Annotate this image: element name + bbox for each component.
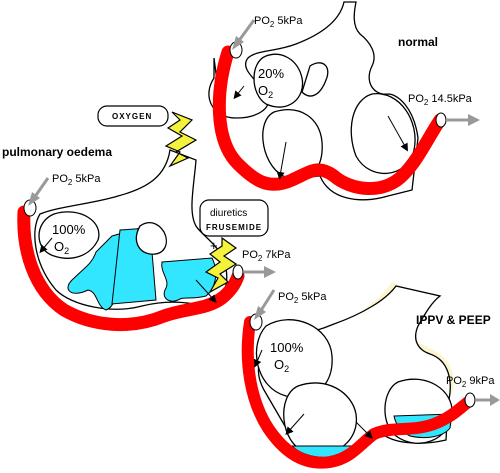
normal-flow-arrow-2 bbox=[387, 115, 408, 152]
normal-alveolus-top bbox=[253, 53, 304, 108]
oedema-inspired-pct: 100% bbox=[52, 222, 86, 237]
oedema-arrow-in bbox=[32, 177, 50, 199]
ippv-panel: IPPV & PEEP PO2 5kPa PO2 9kPa 100% O2 bbox=[241, 282, 500, 469]
ippv-po2-in: PO2 5kPa bbox=[278, 291, 327, 305]
ippv-inspired-gas: O2 bbox=[274, 357, 289, 374]
oxygen-box bbox=[97, 105, 169, 127]
normal-arrow-in-head bbox=[232, 36, 244, 50]
ippv-po2-out: PO2 9kPa bbox=[446, 375, 495, 389]
normal-po2-in: PO2 5kPa bbox=[254, 15, 303, 29]
normal-alveolus-right bbox=[350, 93, 416, 174]
oedema-flow-arrow-1 bbox=[39, 237, 53, 254]
normal-inspired-pct: 20% bbox=[258, 66, 284, 81]
oedema-flow-arrow-2 bbox=[195, 279, 217, 303]
oedema-vessel-outlet bbox=[232, 264, 244, 280]
frusemide-label: FRUSEMIDE bbox=[206, 223, 262, 232]
normal-arrow-out-head bbox=[468, 114, 480, 126]
oedema-arrow-out-head bbox=[264, 266, 276, 278]
diuretics-box bbox=[199, 199, 269, 237]
normal-flow-arrow-3 bbox=[233, 85, 245, 100]
ippv-flow-arrow-2 bbox=[355, 421, 373, 439]
ippv-inspired-pct: 100% bbox=[270, 340, 304, 355]
normal-vessel-outlet bbox=[435, 112, 447, 128]
ippv-capillary bbox=[241, 316, 474, 469]
normal-capillary bbox=[212, 45, 447, 195]
ippv-flow-arrow-3 bbox=[253, 349, 263, 368]
normal-inspired-gas: O2 bbox=[258, 83, 273, 100]
oedema-inspired-gas: O2 bbox=[54, 239, 69, 256]
ippv-arrow-in bbox=[258, 289, 276, 313]
normal-arrow-in bbox=[236, 19, 256, 43]
ippv-vessel-outlet bbox=[464, 392, 476, 408]
ippv-arrow-out-head bbox=[490, 394, 500, 406]
ippv-arrow-in-head bbox=[254, 306, 266, 320]
normal-po2-out: PO2 14.5kPa bbox=[408, 93, 473, 107]
plus-sign: + bbox=[210, 238, 218, 253]
ippv-title: IPPV & PEEP bbox=[416, 313, 491, 327]
normal-duct bbox=[301, 62, 329, 97]
oxygen-bolt-icon bbox=[164, 111, 198, 168]
oxygen-box-label: OXYGEN bbox=[112, 112, 152, 121]
oedema-duct bbox=[135, 221, 167, 255]
oedema-po2-out: PO2 7kPa bbox=[242, 249, 291, 263]
oedema-fluid-right bbox=[161, 257, 217, 302]
oedema-arrow-in-head bbox=[28, 192, 40, 206]
ippv-flow-arrow-1 bbox=[285, 413, 305, 435]
oedema-title: pulmonary oedema bbox=[2, 145, 112, 159]
diuretics-bolt-icon bbox=[204, 236, 238, 294]
diuretics-label: diuretics bbox=[210, 208, 247, 219]
normal-panel: normal PO2 5kPa PO2 14.5kPa 20% O2 bbox=[208, 1, 480, 201]
normal-title: normal bbox=[398, 35, 438, 49]
oedema-panel: OXYGEN diuretics FRUSEMIDE + pulmonary o… bbox=[2, 105, 291, 331]
oedema-alveolus bbox=[38, 211, 100, 259]
oedema-capillary bbox=[17, 205, 245, 331]
normal-flow-arrow-1 bbox=[276, 141, 287, 180]
oedema-po2-in: PO2 5kPa bbox=[52, 173, 101, 187]
